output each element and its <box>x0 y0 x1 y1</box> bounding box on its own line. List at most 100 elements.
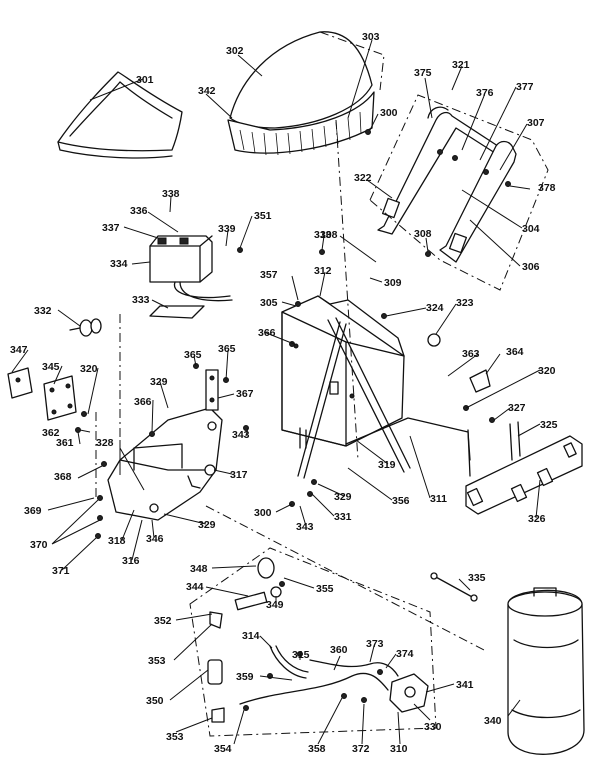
callout-label: 373 <box>366 638 384 650</box>
callout-label: 347 <box>10 344 28 356</box>
callout-label: 352 <box>154 615 172 627</box>
callout-label: 329 <box>334 491 352 503</box>
callout-label: 336 <box>130 205 148 217</box>
callout-label: 345 <box>42 361 60 373</box>
callout-label: 304 <box>522 223 540 235</box>
callout-label: 305 <box>260 297 278 309</box>
callout-label: 318 <box>108 535 126 547</box>
callout-label: 377 <box>516 81 534 93</box>
callout-label: 342 <box>198 85 216 97</box>
part-301-rim <box>57 71 183 159</box>
callout-label: 306 <box>522 261 540 273</box>
part-345-plate <box>43 375 77 421</box>
callout-label: 362 <box>42 427 60 439</box>
callout-label: 361 <box>56 437 74 449</box>
callout-label: 301 <box>136 74 154 86</box>
callout-label: 343 <box>232 429 250 441</box>
callout-label: 357 <box>260 269 278 281</box>
callout-labels: 301 302 303 342 300 375 321 376 377 307 … <box>10 31 558 755</box>
callout-label: 313 <box>314 229 332 241</box>
callout-label: 374 <box>396 648 414 660</box>
callout-label: 378 <box>538 182 556 194</box>
callout-label: 320 <box>80 363 98 375</box>
callout-label: 371 <box>52 565 70 577</box>
callout-label: 323 <box>456 297 474 309</box>
assembly-outline-plumbing <box>189 547 437 737</box>
callout-label: 335 <box>468 572 486 584</box>
callout-label: 365 <box>184 349 202 361</box>
callout-label: 326 <box>528 513 546 525</box>
part-326-slotted-plate <box>465 435 583 515</box>
callout-label: 351 <box>254 210 272 222</box>
callout-label: 364 <box>506 346 524 358</box>
callout-label: 340 <box>484 715 502 727</box>
callout-label: 359 <box>236 671 254 683</box>
part-340-propane-tank <box>507 587 585 755</box>
callout-label: 333 <box>132 294 150 306</box>
part-348-regulator <box>234 557 282 611</box>
callout-label: 360 <box>330 644 348 656</box>
callout-label: 311 <box>430 493 447 505</box>
callout-label: 339 <box>218 223 236 235</box>
callout-label: 307 <box>527 117 545 129</box>
part-325-bracket <box>467 421 521 477</box>
callout-label: 368 <box>54 471 72 483</box>
callout-label: 358 <box>308 743 326 755</box>
part-347-plate <box>7 367 33 399</box>
part-334-battery <box>149 235 233 302</box>
callout-label: 312 <box>314 265 332 277</box>
callout-label: 366 <box>258 327 276 339</box>
callout-label: 338 <box>162 188 180 200</box>
callout-label: 370 <box>30 539 48 551</box>
assembly-outline-main <box>205 505 485 651</box>
part-321-handle <box>369 94 549 291</box>
callout-leaders <box>11 39 541 745</box>
callout-label: 310 <box>390 743 408 755</box>
part-330-valve <box>389 673 429 713</box>
part-364-clip <box>469 369 491 393</box>
callout-label: 324 <box>426 302 444 314</box>
callout-label: 320 <box>538 365 556 377</box>
callout-label: 366 <box>134 396 152 408</box>
part-316-tray <box>107 407 223 521</box>
callout-label: 308 <box>414 228 432 240</box>
callout-label: 317 <box>230 469 248 481</box>
part-332-grommet <box>69 318 102 337</box>
callout-label: 353 <box>148 655 166 667</box>
callout-label: 325 <box>540 419 558 431</box>
callout-label: 319 <box>378 459 396 471</box>
callout-label: 356 <box>392 495 410 507</box>
part-323-knob <box>427 333 441 347</box>
callout-label: 300 <box>380 107 398 119</box>
callout-label: 346 <box>146 533 164 545</box>
part-367-bracket <box>205 369 219 411</box>
callout-label: 309 <box>384 277 402 289</box>
callout-label: 328 <box>96 437 114 449</box>
callout-label: 314 <box>242 630 260 642</box>
callout-label: 315 <box>292 649 310 661</box>
callout-label: 337 <box>102 222 120 234</box>
part-350-fitting <box>207 611 225 723</box>
callout-label: 367 <box>236 388 254 400</box>
callout-label: 302 <box>226 45 244 57</box>
callout-label: 365 <box>218 343 236 355</box>
callout-label: 348 <box>190 563 208 575</box>
callout-label: 329 <box>150 376 168 388</box>
part-335-strap <box>430 572 478 602</box>
part-302-cover <box>227 31 385 156</box>
callout-label: 372 <box>352 743 370 755</box>
callout-label: 321 <box>452 59 470 71</box>
callout-label: 353 <box>166 731 184 743</box>
callout-label: 344 <box>186 581 204 593</box>
callout-label: 354 <box>214 743 232 755</box>
part-314-hose <box>239 645 399 705</box>
callout-label: 375 <box>414 67 432 79</box>
part-311-housing <box>281 295 405 449</box>
callout-label: 376 <box>476 87 494 99</box>
callout-label: 369 <box>24 505 42 517</box>
callout-label: 332 <box>34 305 52 317</box>
callout-label: 316 <box>122 555 140 567</box>
callout-label: 343 <box>296 521 314 533</box>
callout-label: 308 <box>320 229 338 241</box>
